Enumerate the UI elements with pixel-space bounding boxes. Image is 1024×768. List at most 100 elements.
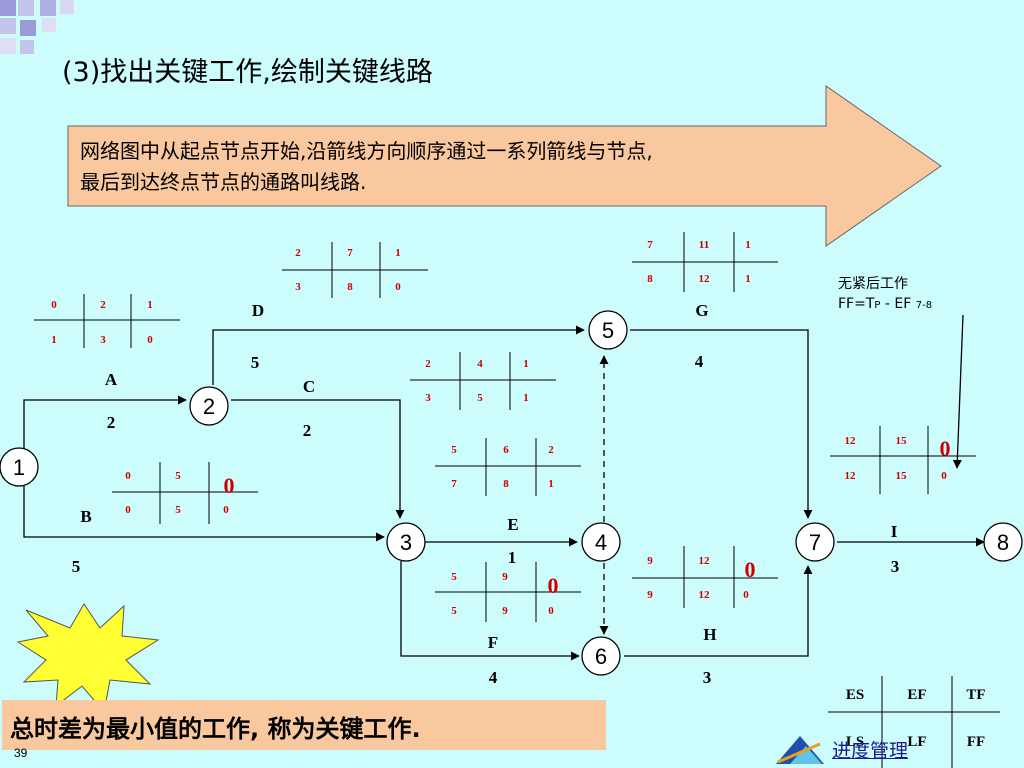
param-g-es: 7	[647, 239, 653, 251]
param-i-lf: 15	[896, 470, 908, 482]
page-number: 39	[14, 746, 28, 760]
param-a-es: 0	[51, 299, 57, 311]
param-a-tf: 1	[147, 299, 153, 311]
activity-c-name: C	[303, 377, 315, 396]
param-c-tf: 1	[523, 358, 529, 370]
param-d-tf: 1	[395, 247, 401, 259]
param-b-ef: 5	[175, 470, 181, 482]
param-h-ef: 12	[699, 555, 711, 567]
activity-g-name: G	[695, 301, 708, 320]
conclusion-text: 总时差为最小值的工作, 称为关键工作.	[10, 715, 421, 743]
legend-tf: TF	[966, 687, 985, 703]
param-g-tf: 1	[745, 239, 751, 251]
activity-i-name: I	[891, 522, 898, 541]
activity-f-duration: 4	[489, 668, 498, 687]
param-g-lf: 12	[699, 273, 711, 285]
param-a-ff: 0	[147, 334, 153, 346]
param-c-ef: 4	[477, 358, 483, 370]
node-6: 6	[581, 636, 621, 676]
param-c-es: 2	[425, 358, 431, 370]
node-5: 5	[588, 310, 628, 350]
legend-es: ES	[846, 687, 864, 703]
activity-b-duration: 5	[72, 557, 81, 576]
node-1-label: 1	[13, 455, 25, 480]
param-i-ls: 12	[845, 470, 857, 482]
activity-a-duration: 2	[107, 413, 116, 432]
param-a-ef: 2	[100, 299, 106, 311]
param-c-ff: 1	[523, 392, 529, 404]
critical-zero-marks: 0 0 0 0	[224, 436, 951, 598]
definition-line-1: 网络图中从起点节点开始,沿箭线方向顺序通过一系列箭线与节点,	[80, 139, 653, 163]
arrow-b	[23, 482, 385, 542]
footer-link[interactable]: 进度管理	[832, 740, 909, 762]
node-5-label: 5	[602, 318, 614, 343]
conclusion-box	[2, 700, 606, 750]
param-h-lf: 12	[699, 589, 711, 601]
arrow-g	[630, 329, 813, 519]
param-grid-lines	[34, 232, 1000, 768]
param-h-es: 9	[647, 555, 653, 567]
param-d-ff: 0	[395, 281, 401, 293]
param-f-ff: 0	[548, 605, 554, 617]
param-e-ff: 1	[548, 478, 554, 490]
arrow-f	[400, 561, 580, 661]
param-b-ls: 0	[125, 504, 131, 516]
zero-mark-f: 0	[548, 573, 559, 598]
activity-g-duration: 4	[695, 352, 704, 371]
zero-mark-i: 0	[940, 436, 951, 461]
activity-i-duration: 3	[891, 557, 900, 576]
arrow-h	[624, 565, 813, 657]
free-float-formula: FF=TP - EF 7-8	[838, 294, 932, 316]
node-4-label: 4	[595, 530, 607, 555]
param-g-ls: 8	[647, 273, 653, 285]
definition-arrow	[67, 85, 942, 247]
node-2-label: 2	[203, 394, 215, 419]
node-4: 4	[581, 522, 621, 562]
node-7-label: 7	[809, 530, 821, 555]
node-2: 2	[189, 386, 229, 426]
param-h-ls: 9	[647, 589, 653, 601]
nodes: 1 2 3 4 5 6 7 8	[0, 310, 1023, 676]
activity-a-name: A	[105, 370, 118, 389]
arrow-a	[23, 395, 187, 454]
slide-title: (3)找出关键工作,绘制关键线路	[62, 57, 433, 88]
formula-p: P	[874, 300, 881, 311]
arrow-d	[212, 325, 585, 385]
formula-sub: 7-8	[915, 300, 933, 311]
param-d-ls: 3	[295, 281, 301, 293]
zero-mark-b: 0	[224, 473, 235, 498]
no-successor-label: 无紧后工作	[838, 276, 908, 292]
no-successor-note: 无紧后工作 FF=TP - EF 7-8	[838, 274, 932, 316]
param-f-es: 5	[451, 571, 457, 583]
note-pointer	[952, 314, 964, 469]
activity-labels: A 2 B 5 C 2 D 5 E 1 F 4 G 4 H 3 I 3	[72, 301, 900, 687]
node-3: 3	[386, 522, 426, 562]
param-g-ff: 1	[745, 273, 751, 285]
definition-text: 网络图中从起点节点开始,沿箭线方向顺序通过一系列箭线与节点, 最后到达终点节点的…	[80, 136, 900, 198]
param-i-ef: 15	[896, 435, 908, 447]
param-b-lf: 5	[175, 504, 181, 516]
legend-ff: FF	[967, 734, 985, 750]
param-c-lf: 5	[477, 392, 483, 404]
param-f-ls: 5	[451, 605, 457, 617]
arrow-c	[231, 399, 405, 519]
param-f-ef: 9	[502, 571, 508, 583]
star-burst	[16, 603, 160, 714]
activity-e-duration: 1	[508, 548, 517, 567]
activity-e-name: E	[507, 515, 518, 534]
param-e-tf: 2	[548, 444, 554, 456]
node-3-label: 3	[400, 530, 412, 555]
node-7: 7	[795, 522, 835, 562]
activity-c-duration: 2	[303, 421, 312, 440]
param-e-ef: 6	[503, 444, 509, 456]
param-values: 0 2 1 1 3 0 0 5 0 5 0 2 7 1 3 8 0 2 4 1 …	[51, 239, 947, 617]
param-e-ls: 7	[451, 478, 457, 490]
param-g-ef: 11	[699, 239, 709, 251]
definition-line-2: 最后到达终点节点的通路叫线路.	[80, 170, 367, 194]
formula-mid: - EF	[880, 296, 916, 312]
corner-decoration	[0, 0, 74, 54]
param-i-es: 12	[845, 435, 857, 447]
arrow-lines	[23, 314, 985, 661]
node-8-label: 8	[997, 530, 1009, 555]
